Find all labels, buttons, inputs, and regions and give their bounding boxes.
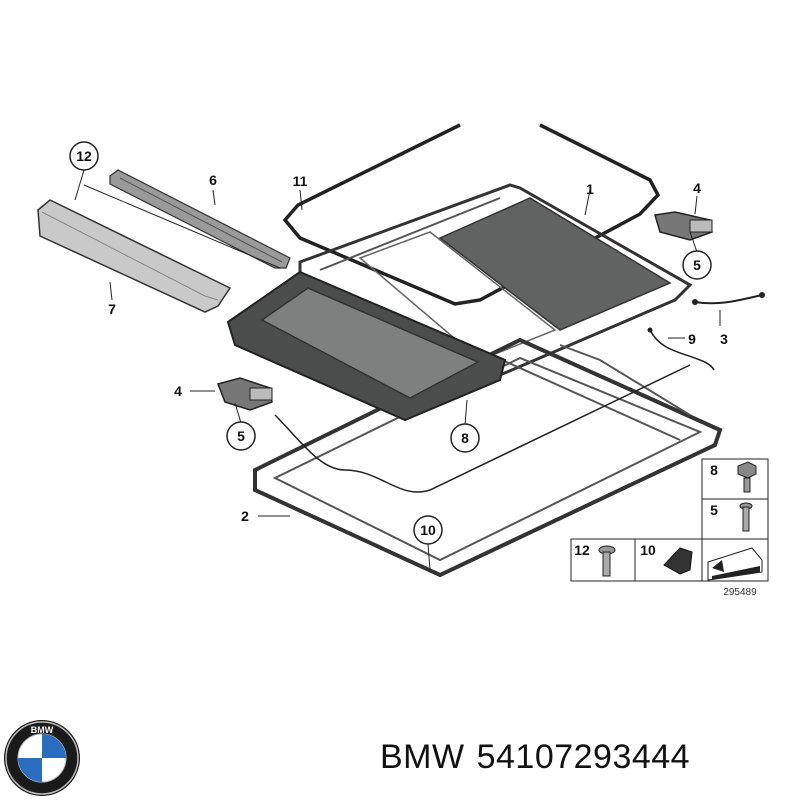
part-11-seal [282,123,661,306]
svg-text:10: 10 [420,522,436,538]
motor-4-lower [216,377,273,411]
callout-2: 2 [241,508,249,524]
callout-9: 9 [688,331,696,347]
callout-12: 12 [69,141,99,171]
legend-label-10: 10 [640,542,656,558]
screw-12-icon [598,545,616,577]
legend-label-8: 8 [710,462,718,478]
svg-text:BMW: BMW [31,725,54,735]
svg-text:12: 12 [76,148,92,164]
callout-6: 6 [209,172,217,188]
motor-4-upper [654,211,713,241]
glass-panel [226,270,507,422]
callout-4-lower: 4 [174,383,182,399]
screw-5-icon [739,502,753,532]
leader-lines [74,169,721,571]
hardware-legend: 8 5 12 10 295489 [570,458,769,598]
part-6-bar [109,169,291,269]
legend-label-12: 12 [574,542,590,558]
drain-hose [274,364,691,493]
cable-9 [647,327,715,371]
callout-5-upper: 5 [682,250,712,280]
svg-text:5: 5 [237,428,245,444]
tape-icon [707,547,763,581]
callout-5-lower: 5 [226,421,256,451]
part-number: 54107293444 [476,738,691,776]
callout-10: 10 [413,515,443,545]
callout-8: 8 [450,423,480,453]
brand-name: BMW [380,738,465,776]
callout-4-upper: 4 [693,180,701,196]
legend-label-5: 5 [710,502,718,518]
svg-text:5: 5 [693,257,701,273]
image-number: 295489 [723,587,757,598]
svg-text:8: 8 [461,430,469,446]
callout-3: 3 [720,331,728,347]
bmw-logo: BMW [4,720,80,796]
callout-11: 11 [293,173,308,189]
clip-10-icon [663,547,693,575]
cable-3 [692,292,765,305]
part-caption: BMW 54107293444 [380,738,690,777]
callout-7: 7 [108,301,116,317]
part-7-wind-deflector [37,199,232,313]
callout-1: 1 [586,181,594,197]
bolt-8-icon [737,461,757,493]
